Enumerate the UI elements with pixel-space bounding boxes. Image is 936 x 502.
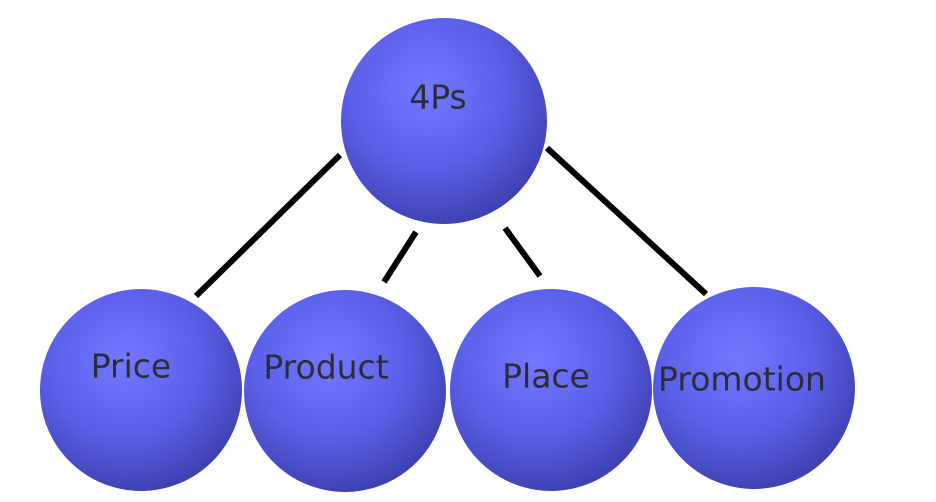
product-sphere <box>244 290 446 492</box>
root-sphere <box>341 18 547 224</box>
product-label: Product <box>263 348 388 387</box>
price-sphere <box>40 289 242 491</box>
place-sphere <box>450 289 652 491</box>
place-label: Place <box>502 357 590 396</box>
connector-root-promotion <box>544 145 709 297</box>
child-node-promotion: Promotion <box>653 287 855 489</box>
root-label: 4Ps <box>409 78 467 117</box>
connector-root-price <box>193 152 343 299</box>
connector-root-place <box>502 226 543 278</box>
connector-root-product <box>381 230 419 284</box>
child-node-price: Price <box>40 289 242 491</box>
child-node-product: Product <box>244 290 446 492</box>
child-node-place: Place <box>450 289 652 491</box>
price-label: Price <box>91 347 172 386</box>
root-node: 4Ps <box>341 18 547 224</box>
promotion-label: Promotion <box>658 360 826 399</box>
promotion-sphere <box>653 287 855 489</box>
